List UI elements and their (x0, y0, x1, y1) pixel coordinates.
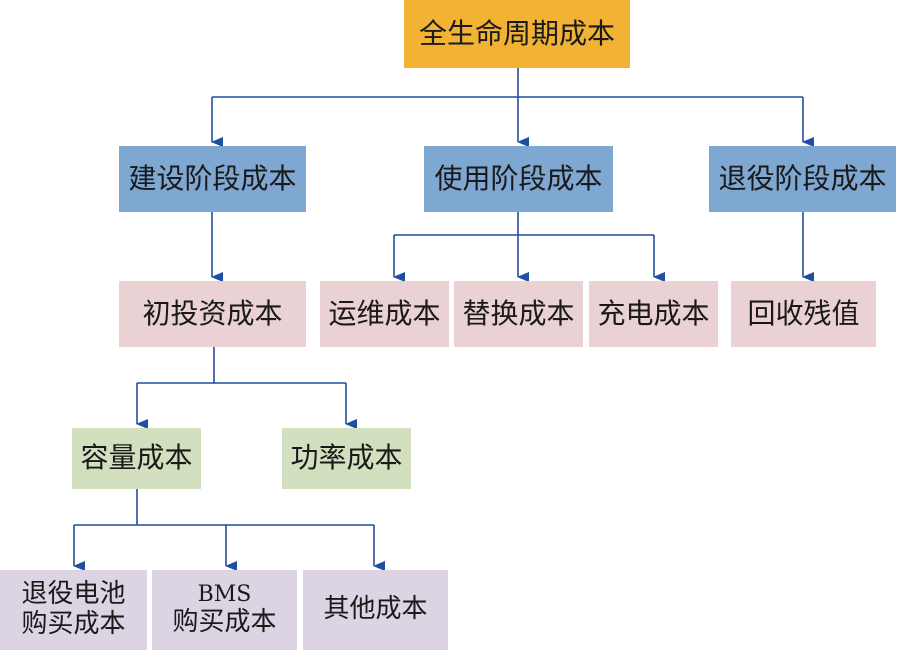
node-retirement-phase-label: 退役阶段成本 (718, 161, 887, 195)
node-retired-battery-line1: 退役电池 (21, 579, 126, 610)
node-retirement-phase-cost: 退役阶段成本 (709, 146, 896, 212)
node-om-cost: 运维成本 (320, 281, 449, 347)
node-replacement-cost: 替换成本 (454, 281, 583, 347)
node-construction-phase-cost: 建设阶段成本 (119, 146, 306, 212)
root-node-lifecycle-cost: 全生命周期成本 (404, 0, 630, 68)
node-initial-investment-cost: 初投资成本 (119, 281, 306, 347)
root-node-label: 全生命周期成本 (418, 16, 615, 50)
node-residual-value: 回收残值 (731, 281, 876, 347)
node-capacity-label: 容量成本 (80, 441, 193, 475)
node-capacity-cost: 容量成本 (72, 428, 201, 489)
node-other-label: 其他成本 (323, 594, 428, 625)
node-retired-battery-purchase-cost: 退役电池 购买成本 (0, 570, 147, 650)
node-charging-cost: 充电成本 (589, 281, 718, 347)
node-residual-label: 回收残值 (747, 296, 860, 330)
node-usage-phase-label: 使用阶段成本 (434, 161, 603, 195)
node-initial-investment-label: 初投资成本 (142, 296, 283, 330)
node-retired-battery-line2: 购买成本 (21, 609, 126, 639)
node-usage-phase-cost: 使用阶段成本 (424, 146, 613, 212)
node-bms-line2: 购买成本 (172, 606, 277, 637)
node-construction-phase-label: 建设阶段成本 (128, 161, 297, 195)
node-bms-line1: BMS (197, 582, 252, 608)
node-power-cost: 功率成本 (282, 428, 411, 489)
node-om-label: 运维成本 (328, 296, 441, 330)
node-other-cost: 其他成本 (303, 570, 448, 650)
node-charging-label: 充电成本 (597, 296, 710, 330)
node-bms-purchase-cost: BMS 购买成本 (152, 570, 297, 650)
node-power-label: 功率成本 (290, 441, 403, 475)
node-replacement-label: 替换成本 (462, 296, 575, 330)
